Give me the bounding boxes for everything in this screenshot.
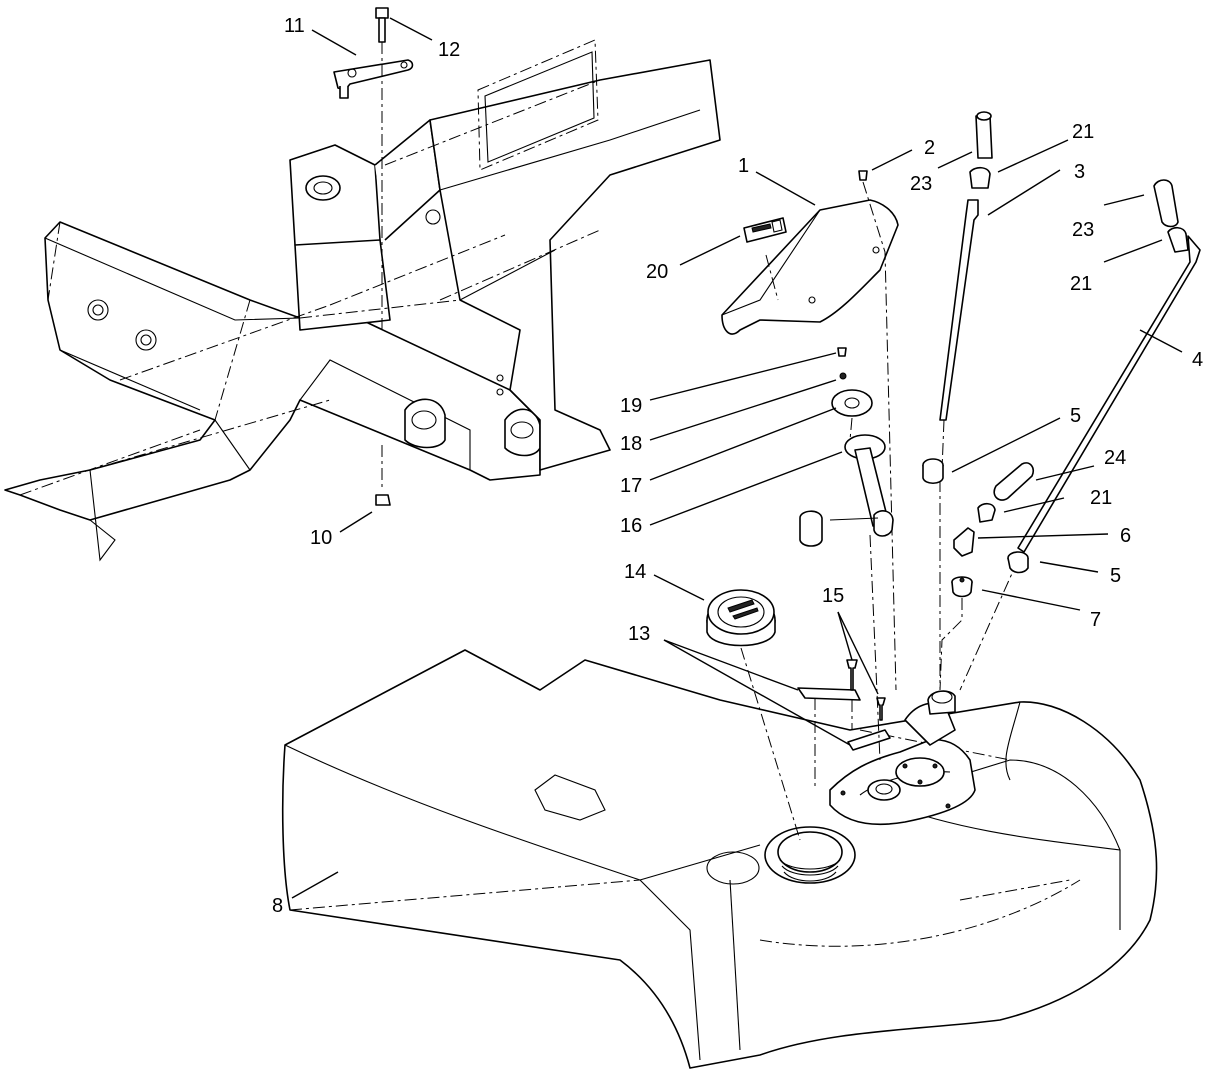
elbow-part-6 bbox=[953, 527, 975, 557]
screw-part-15 bbox=[846, 659, 886, 721]
leader-21c bbox=[1003, 497, 1065, 513]
hose-part-23-upper bbox=[975, 111, 993, 159]
screw-part-2 bbox=[858, 170, 897, 691]
clamp-part-13 bbox=[797, 687, 891, 790]
leader-5a bbox=[951, 417, 1061, 473]
callout-2: 2 bbox=[924, 137, 935, 159]
callout-19: 19 bbox=[620, 395, 642, 417]
axis-line-cap bbox=[740, 647, 801, 841]
fitting-part-21-upper bbox=[969, 166, 991, 189]
callout-20: 20 bbox=[646, 261, 668, 283]
grommet-part-5-upper bbox=[922, 458, 944, 485]
leader-13a bbox=[663, 639, 799, 691]
leader-10 bbox=[339, 511, 373, 533]
leader-4 bbox=[1139, 329, 1183, 353]
callout-10: 10 bbox=[310, 527, 332, 549]
callout-15: 15 bbox=[822, 585, 844, 607]
grommet-part-5-lower bbox=[1007, 551, 1029, 574]
leader-13b bbox=[663, 639, 851, 746]
leader-24 bbox=[1035, 465, 1095, 481]
shield-part-1 bbox=[721, 199, 899, 335]
leader-7 bbox=[981, 589, 1081, 611]
leader-5b bbox=[1039, 561, 1099, 573]
leader-12 bbox=[389, 17, 433, 41]
leader-1 bbox=[755, 171, 816, 206]
tube-part-3 bbox=[939, 199, 979, 690]
leader-20 bbox=[679, 235, 741, 266]
callout-5-lower: 5 bbox=[1110, 565, 1121, 587]
callout-23-top: 23 bbox=[910, 173, 932, 195]
fuel-sender-part-16 bbox=[799, 417, 894, 761]
callout-11: 11 bbox=[284, 15, 305, 37]
leader-8 bbox=[291, 871, 339, 899]
fuel-cap-part-14 bbox=[706, 589, 776, 647]
callout-labels: 1 2 3 4 5 5 6 7 8 10 11 12 13 14 15 16 1… bbox=[272, 15, 1203, 917]
leader-15b bbox=[837, 611, 879, 695]
leader-23b bbox=[1103, 194, 1145, 206]
callout-17: 17 bbox=[620, 475, 642, 497]
bracket-part-11 bbox=[333, 59, 414, 99]
tube-part-4 bbox=[959, 235, 1201, 691]
leader-2 bbox=[871, 149, 913, 171]
leader-3 bbox=[987, 169, 1061, 216]
grommet-part-7 bbox=[939, 576, 973, 691]
leader-21a bbox=[997, 139, 1069, 173]
fitting-part-21-right bbox=[1167, 226, 1189, 253]
fuel-tank-part-8 bbox=[281, 649, 1158, 1069]
leader-11 bbox=[311, 29, 357, 56]
leader-21b bbox=[1103, 239, 1163, 263]
decal-part-20 bbox=[743, 217, 787, 243]
callout-8: 8 bbox=[272, 895, 283, 917]
callout-6: 6 bbox=[1120, 525, 1131, 547]
hose-part-24 bbox=[993, 462, 1035, 501]
hose-part-23-right bbox=[1153, 179, 1179, 228]
leader-17 bbox=[649, 407, 837, 481]
callout-16: 16 bbox=[620, 515, 642, 537]
callout-4: 4 bbox=[1192, 349, 1203, 371]
leader-23a bbox=[937, 151, 973, 169]
leader-16 bbox=[649, 451, 843, 526]
callout-21-right: 21 bbox=[1070, 273, 1092, 295]
callout-3: 3 bbox=[1074, 161, 1085, 183]
callout-21-top: 21 bbox=[1072, 121, 1094, 143]
leader-lines bbox=[291, 17, 1183, 899]
nut-part-10 bbox=[375, 445, 391, 506]
callout-12: 12 bbox=[438, 39, 460, 61]
leader-19 bbox=[649, 352, 837, 401]
callout-14: 14 bbox=[624, 561, 646, 583]
leader-18 bbox=[649, 379, 837, 441]
callout-21-lower: 21 bbox=[1090, 487, 1112, 509]
leader-6 bbox=[977, 533, 1109, 539]
frame-assembly bbox=[4, 39, 721, 562]
callout-18: 18 bbox=[620, 433, 642, 455]
leader-14 bbox=[653, 574, 705, 601]
callout-5-upper: 5 bbox=[1070, 405, 1081, 427]
callout-7: 7 bbox=[1090, 609, 1101, 631]
bolt-part-12 bbox=[375, 7, 389, 43]
leader-15a bbox=[837, 611, 853, 661]
callout-13: 13 bbox=[628, 623, 650, 645]
callout-1: 1 bbox=[738, 155, 749, 177]
callout-23-right: 23 bbox=[1072, 219, 1094, 241]
sender-flange-part-17 bbox=[831, 389, 873, 417]
washer-part-19 bbox=[837, 347, 847, 380]
fitting-part-21-lower bbox=[977, 502, 996, 523]
callout-24: 24 bbox=[1104, 447, 1126, 469]
